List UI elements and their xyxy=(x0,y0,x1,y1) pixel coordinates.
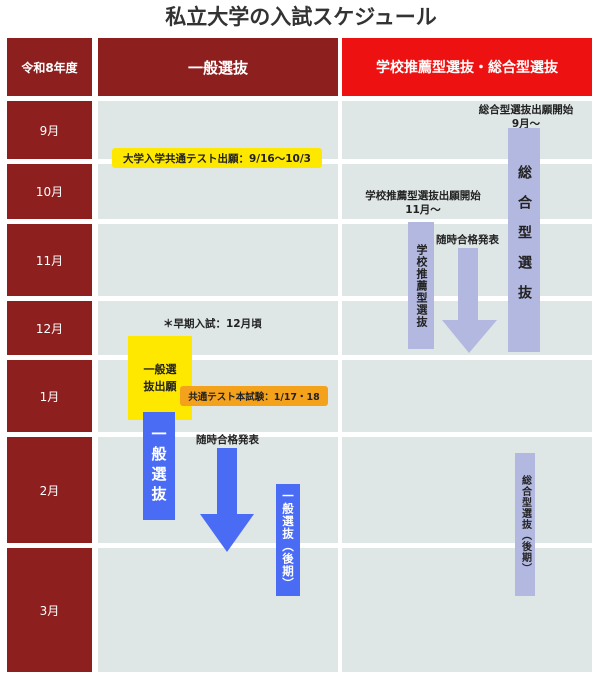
school-cell xyxy=(342,360,592,432)
school-results-arrow-shape xyxy=(442,248,497,353)
month-cell-nov: 11月 xyxy=(7,224,92,296)
comprehensive-late-selection-bar-label: 総合型選抜（後期） xyxy=(519,475,531,574)
comprehensive-selection-bar: 総合型選抜 xyxy=(508,128,540,352)
recommendation-application-note-line1: 学校推薦型選抜出願開始 xyxy=(365,190,481,202)
general-application-box: 一般選抜出願 xyxy=(128,336,192,420)
month-cell-jan: 1月 xyxy=(7,360,92,432)
general-results-arrow-shape xyxy=(200,448,254,552)
comprehensive-application-note-line2: 9月〜 xyxy=(511,118,541,130)
recommendation-selection-bar: 学校推薦型選抜 xyxy=(408,222,434,349)
general-cell xyxy=(98,164,338,219)
header-general-selection: 一般選抜 xyxy=(98,38,338,96)
common-test-exam-label: 共通テスト本試験：1/17・18 xyxy=(180,386,328,406)
school-cell xyxy=(342,164,592,219)
school-cell xyxy=(342,548,592,672)
recommendation-selection-bar-label: 学校推薦型選抜 xyxy=(415,243,428,328)
header-year: 令和8年度 xyxy=(7,38,92,96)
general-results-arrow xyxy=(200,448,254,552)
header-school-recommendation-comprehensive: 学校推薦型選抜・総合型選抜 xyxy=(342,38,592,96)
month-cell-mar: 3月 xyxy=(7,548,92,672)
comprehensive-late-selection-bar: 総合型選抜（後期） xyxy=(515,453,535,596)
month-cell-sep: 9月 xyxy=(7,101,92,159)
general-late-selection-bar: 一般選抜（後期） xyxy=(276,484,300,596)
general-selection-bar: 一般選抜 xyxy=(143,412,175,520)
recommendation-application-note-line2: 11月〜 xyxy=(405,204,441,216)
month-cell-oct: 10月 xyxy=(7,164,92,219)
school-cell xyxy=(342,437,592,543)
page-title: 私立大学の入試スケジュール xyxy=(165,5,437,29)
general-cell xyxy=(98,224,338,296)
month-cell-feb: 2月 xyxy=(7,437,92,543)
recommendation-application-note: 学校推薦型選抜出願開始 11月〜 xyxy=(354,189,492,217)
month-cell-dec: 12月 xyxy=(7,301,92,355)
comprehensive-application-note-line1: 総合型選抜出願開始 xyxy=(478,104,574,116)
school-results-arrow xyxy=(442,248,497,353)
comprehensive-application-note: 総合型選抜出願開始 9月〜 xyxy=(470,103,582,131)
school-cell xyxy=(342,101,592,159)
general-cell xyxy=(98,548,338,672)
school-results-note: 随時合格発表 xyxy=(436,234,499,246)
comprehensive-selection-bar-label: 総合型選抜 xyxy=(516,165,532,315)
general-results-note: 随時合格発表 xyxy=(196,434,259,446)
general-late-selection-bar-label: 一般選抜（後期） xyxy=(281,490,295,590)
early-exam-note: ＊早期入試：12月頃 xyxy=(163,318,262,330)
common-test-application-label: 大学入学共通テスト出願：9/16〜10/3 xyxy=(112,148,322,168)
general-application-label: 一般選抜出願 xyxy=(143,363,177,393)
general-selection-bar-label: 一般選抜 xyxy=(149,426,168,506)
